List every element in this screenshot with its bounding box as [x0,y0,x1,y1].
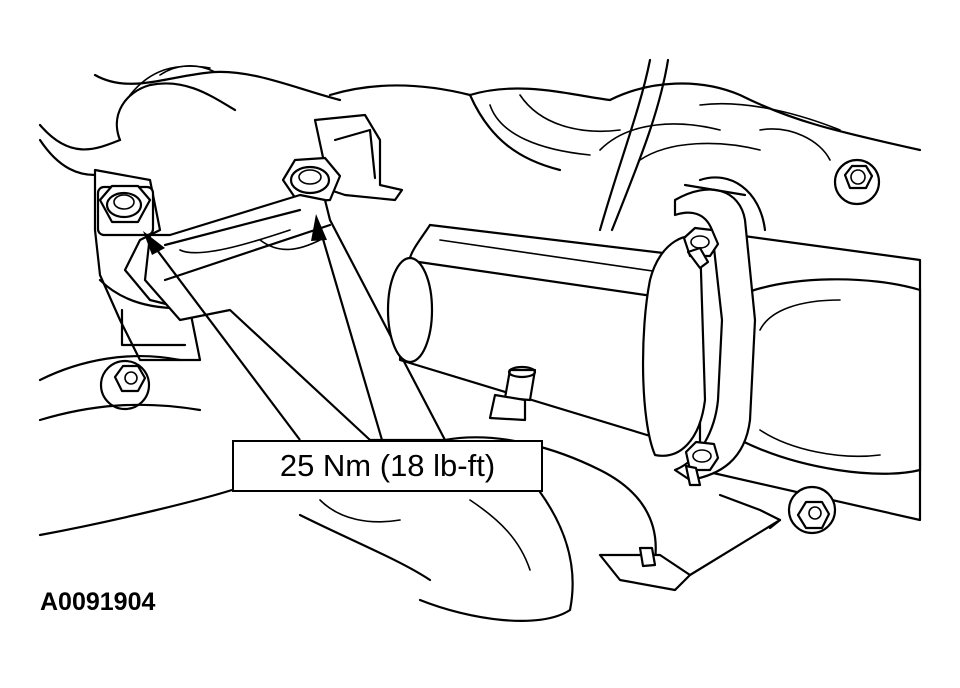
u-bolt-strap [641,176,767,482]
strap-nut-lower [684,440,720,487]
hex-bolt-icon [281,156,342,204]
lower-left-bolt [99,359,151,411]
figure-id: A0091904 [40,588,156,616]
callout-arrow-icon [311,214,384,441]
callout-arrow-icon [143,231,301,441]
shock-stud [488,365,537,422]
axle-tube [386,223,682,447]
hex-bolt-icon [96,184,155,237]
lower-right-bracket [598,493,782,592]
torque-spec-label: 25 Nm (18 lb-ft) [232,440,543,492]
body-bolt-upper-right [833,158,881,206]
lower-contours [38,355,657,623]
lower-right-bolt [787,485,837,535]
strap-nut-upper [682,226,720,270]
body-outline [38,58,922,232]
differential-housing [698,228,922,522]
